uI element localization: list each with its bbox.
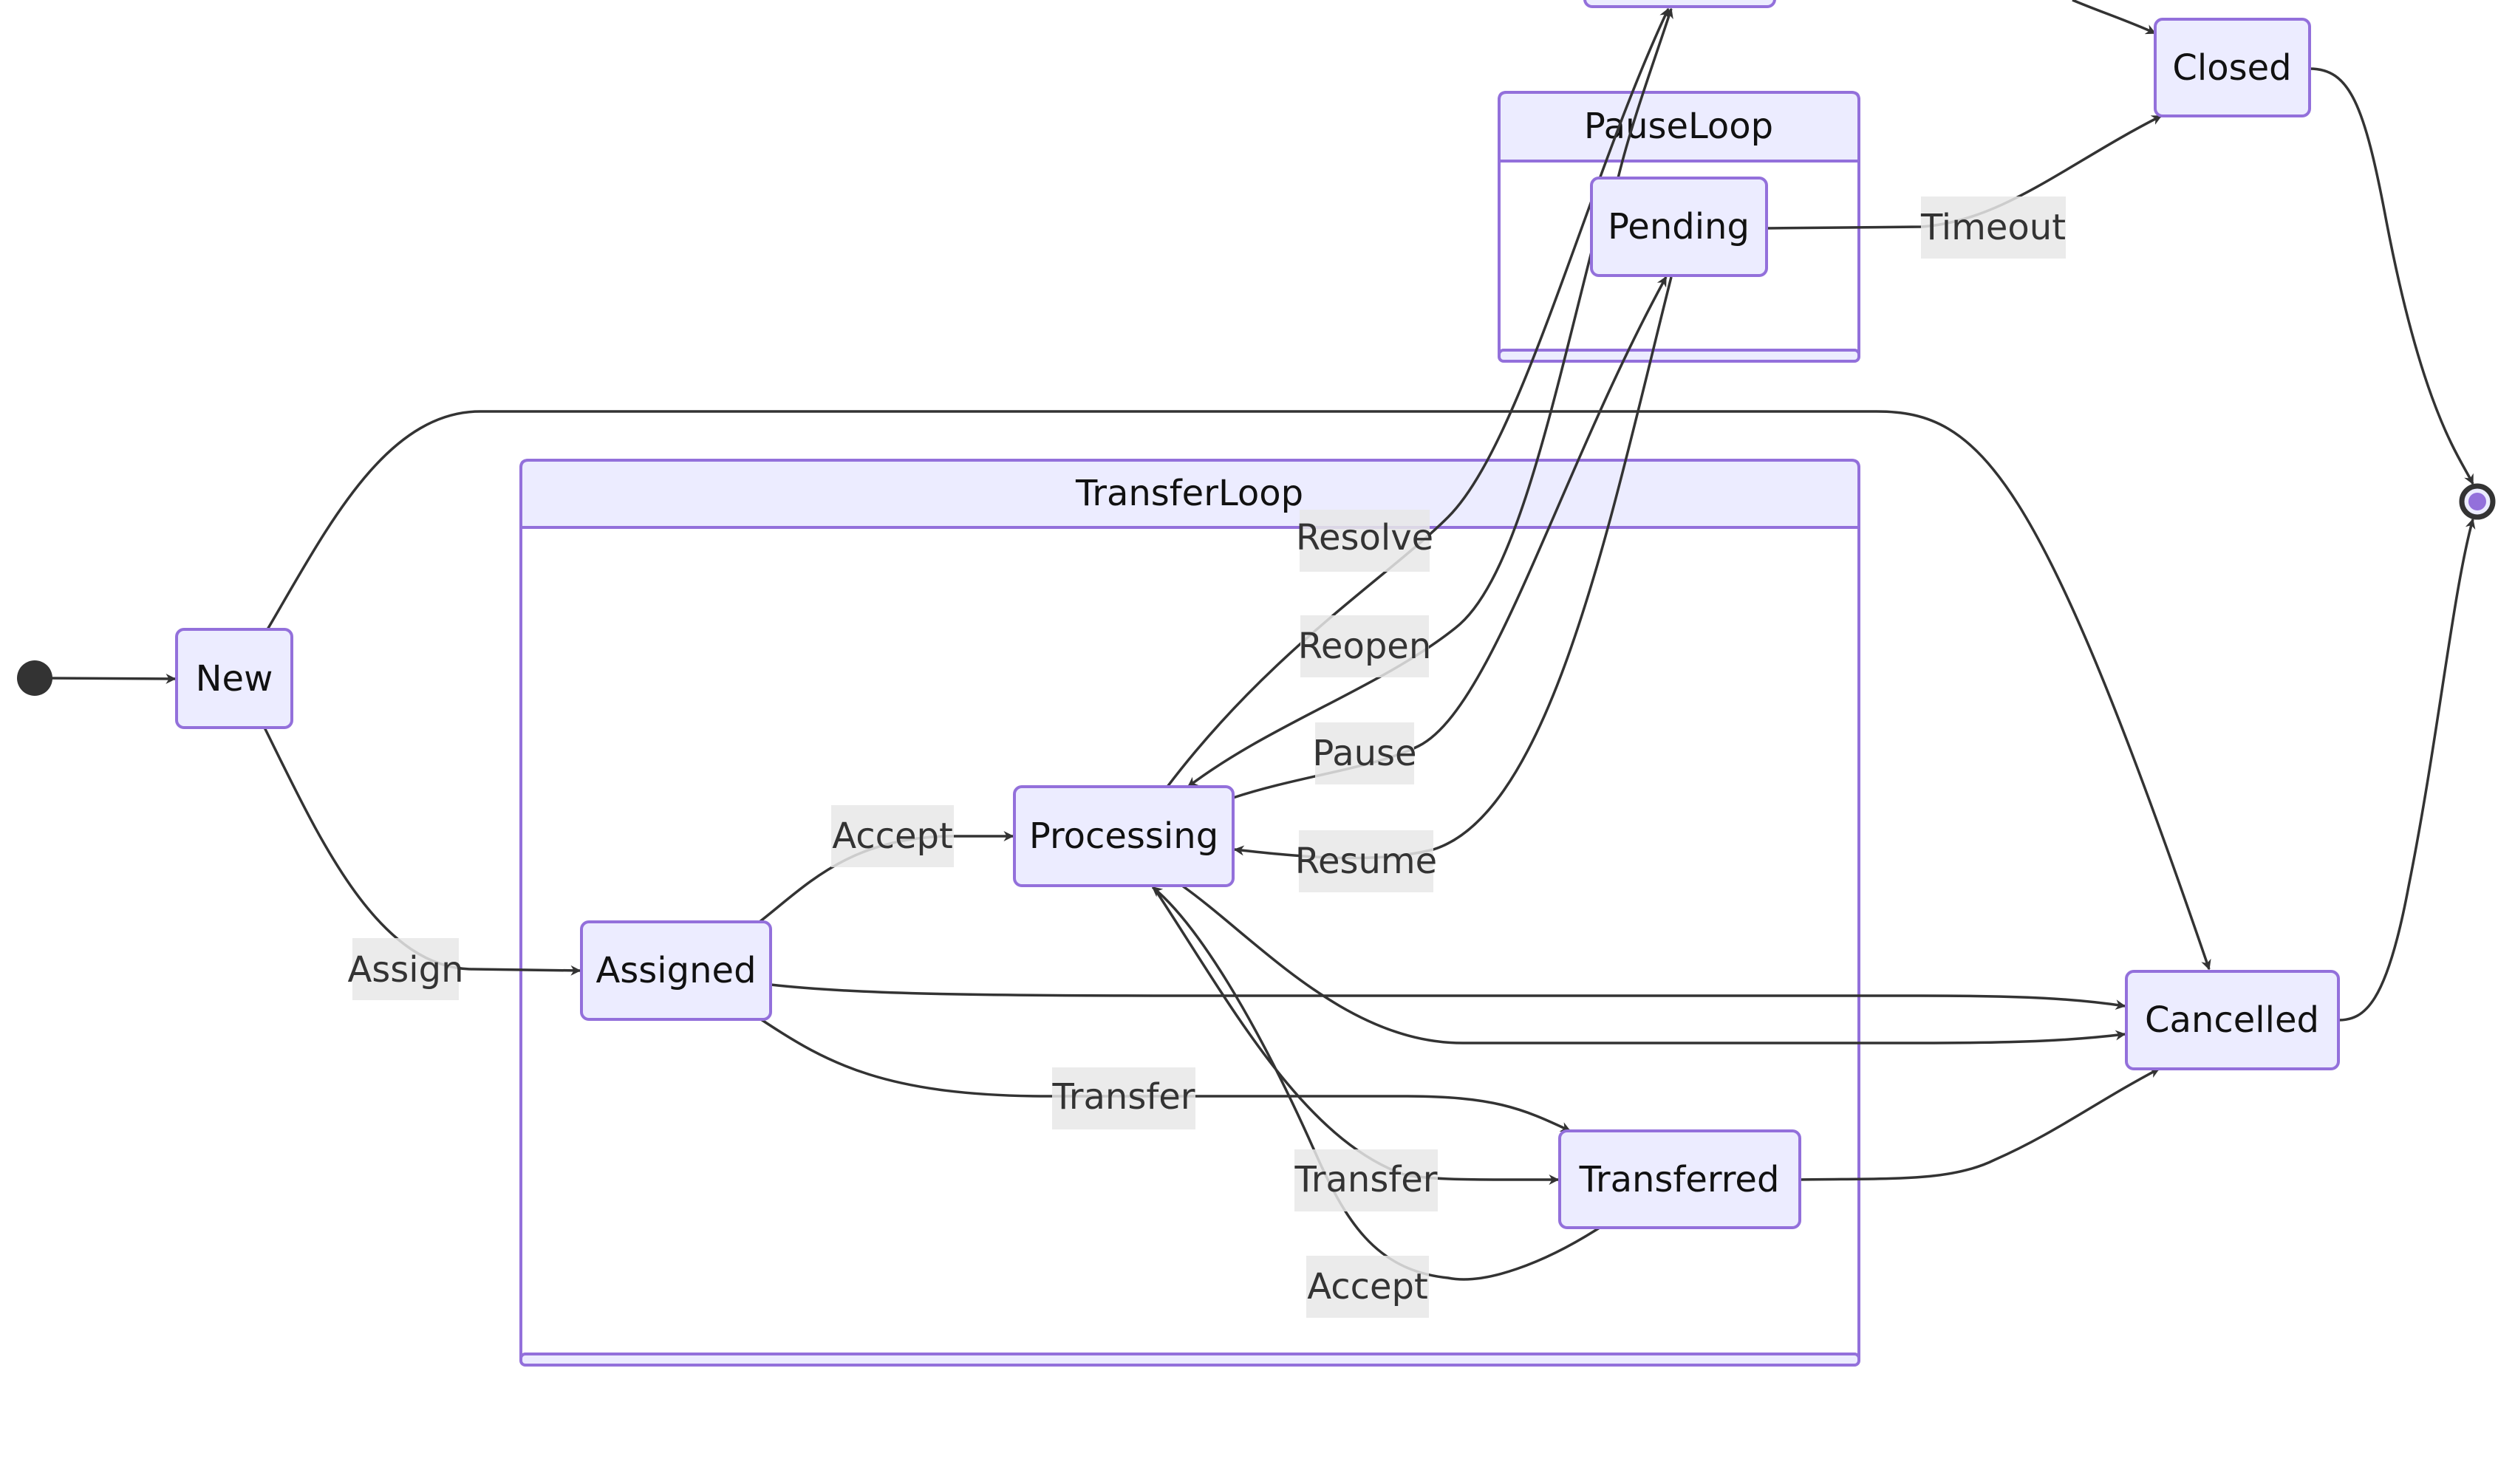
- edge-start-new: [44, 673, 177, 684]
- svg-text:Transfer: Transfer: [1051, 1076, 1195, 1118]
- svg-text:Cancelled: Cancelled: [2145, 999, 2319, 1041]
- svg-text:Pause: Pause: [1312, 733, 1416, 774]
- svg-text:Resolve: Resolve: [1296, 517, 1433, 558]
- state-processing[interactable]: Processing: [1013, 785, 1235, 887]
- svg-text:Transferred: Transferred: [1579, 1159, 1780, 1200]
- edge-transferred-cancelled: [1799, 1067, 2160, 1181]
- state-assigned[interactable]: Assigned: [580, 920, 772, 1021]
- label-resume: Resume: [1295, 830, 1437, 892]
- edge-assigned-transferred: [760, 1018, 1572, 1132]
- svg-text:Timeout: Timeout: [1920, 207, 2066, 248]
- label-accept: Accept: [831, 805, 954, 867]
- state-node-clipped[interactable]: [1583, 0, 1776, 8]
- svg-text:Accept: Accept: [1307, 1266, 1428, 1307]
- edge-closed-end: [2309, 67, 2474, 485]
- edge-transferred-processing: [1151, 886, 1600, 1281]
- composite-transferloop-title: TransferLoop: [1075, 473, 1303, 514]
- composite-transferloop: TransferLoop: [519, 459, 1860, 1367]
- svg-text:Processing: Processing: [1029, 815, 1218, 857]
- edge-into-closed: [2072, 0, 2157, 35]
- edge-new-cancelled: [266, 410, 2211, 971]
- edge-reopen: [1187, 177, 1612, 788]
- state-new[interactable]: New: [175, 628, 293, 729]
- state-pending[interactable]: Pending: [1590, 177, 1768, 277]
- svg-text:New: New: [196, 658, 273, 700]
- label-timeout: Timeout: [1920, 196, 2066, 259]
- start-state-icon: [17, 660, 52, 696]
- state-cancelled[interactable]: Cancelled: [2125, 970, 2340, 1070]
- label-pause: Pause: [1312, 722, 1417, 784]
- composite-pauseloop-title: PauseLoop: [1584, 106, 1773, 147]
- svg-text:Pending: Pending: [1608, 206, 1750, 247]
- state-transferred[interactable]: Transferred: [1558, 1129, 1801, 1229]
- svg-text:Assigned: Assigned: [596, 950, 756, 991]
- edge-cancelled-end: [2338, 518, 2476, 1022]
- label-assign: Assign: [347, 938, 464, 1000]
- edge-pending-top: [1617, 7, 1673, 179]
- svg-text:Transfer: Transfer: [1294, 1159, 1437, 1200]
- edge-assigned-cancelled: [770, 983, 2126, 1011]
- edge-processing-cancelled: [1181, 884, 2126, 1044]
- end-state-icon: [2459, 483, 2496, 520]
- svg-text:Closed: Closed: [2172, 47, 2291, 89]
- label-reopen: Reopen: [1298, 615, 1432, 677]
- svg-text:Assign: Assign: [347, 949, 463, 991]
- edges: [44, 0, 2476, 1281]
- svg-text:Accept: Accept: [832, 815, 953, 857]
- edge-labels: Assign Accept Resolve Reopen Pause Resum…: [347, 196, 2066, 1318]
- state-closed[interactable]: Closed: [2154, 18, 2311, 117]
- label-resolve: Resolve: [1296, 510, 1433, 572]
- label-transfer-assigned: Transfer: [1051, 1067, 1195, 1129]
- svg-text:Reopen: Reopen: [1298, 626, 1432, 667]
- svg-text:Resume: Resume: [1295, 841, 1437, 882]
- label-transfer-processing: Transfer: [1294, 1149, 1438, 1211]
- label-accept-transferred: Accept: [1306, 1256, 1429, 1318]
